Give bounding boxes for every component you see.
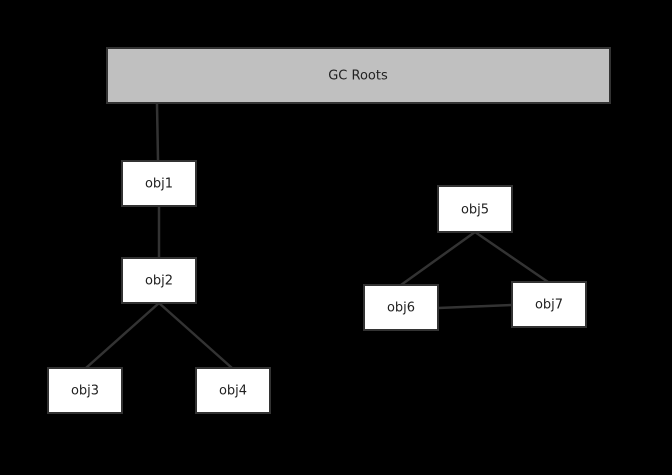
node-obj1: obj1 [121, 160, 197, 207]
edge-roots-obj1 [155, 102, 160, 162]
edge-obj5-obj7 [473, 230, 550, 284]
node-obj1-label: obj1 [145, 177, 173, 192]
edges [84, 102, 550, 370]
node-obj2-label: obj2 [145, 274, 173, 289]
node-obj4: obj4 [195, 367, 271, 414]
node-obj5-label: obj5 [461, 203, 489, 218]
node-obj5: obj5 [437, 185, 513, 233]
node-obj7-label: obj7 [535, 298, 563, 313]
gc-roots-box: GC Roots [106, 47, 611, 104]
node-obj3-label: obj3 [71, 384, 99, 399]
node-obj6-label: obj6 [387, 301, 415, 316]
edge-obj2-obj3 [84, 301, 161, 370]
edge-obj2-obj4 [157, 301, 234, 370]
node-obj4-label: obj4 [219, 384, 247, 399]
edge-obj6-obj7 [436, 303, 514, 310]
node-obj3: obj3 [47, 367, 123, 414]
node-obj7: obj7 [511, 281, 587, 328]
gc-roots-label: GC Roots [328, 69, 388, 84]
edge-obj5-obj6 [399, 230, 477, 287]
node-obj6: obj6 [363, 284, 439, 331]
node-obj2: obj2 [121, 257, 197, 304]
